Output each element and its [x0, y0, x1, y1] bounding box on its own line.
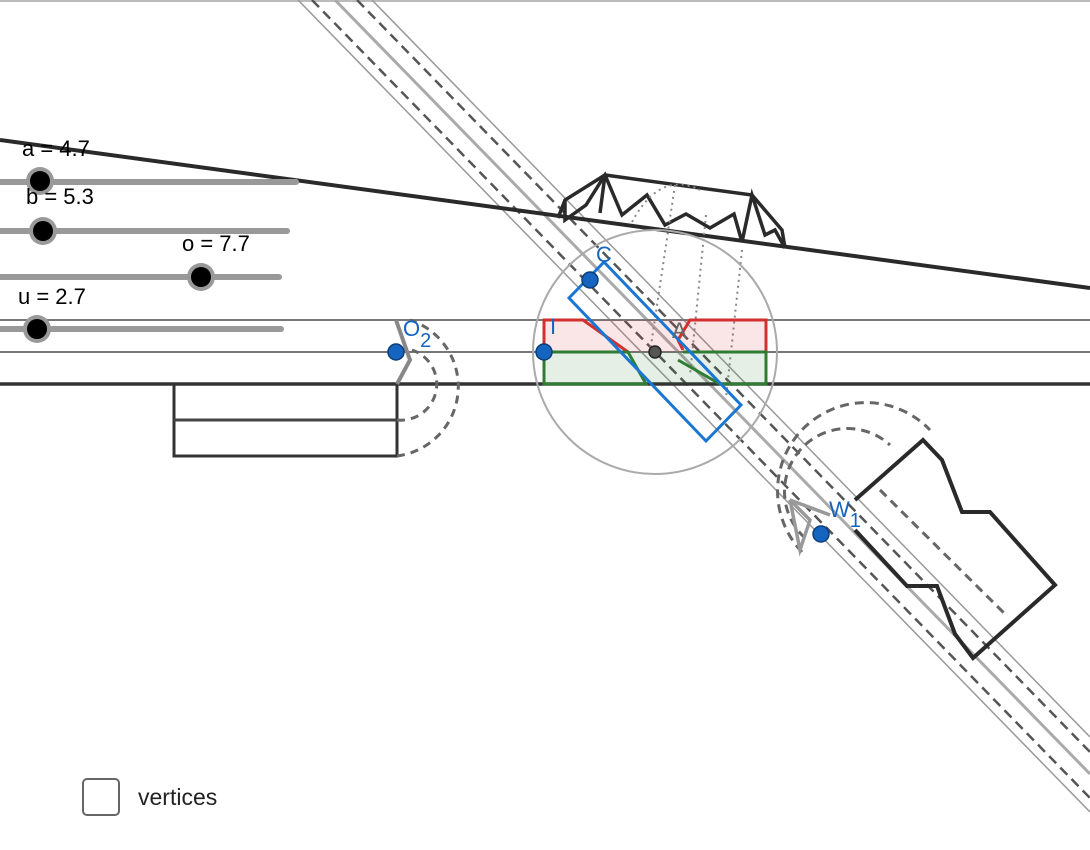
point-C[interactable]: C	[581, 242, 612, 289]
slider-a-knob[interactable]	[30, 171, 50, 191]
dotted-construction	[631, 183, 743, 399]
diagonal-lanes	[297, 0, 1090, 813]
point-C-dot[interactable]	[581, 271, 599, 289]
point-A: A	[648, 318, 687, 359]
big-circle	[532, 229, 778, 475]
dotted-line-3	[725, 249, 743, 399]
point-A-dot	[648, 345, 662, 359]
point-I[interactable]: I	[535, 314, 556, 361]
slider-b-label: b = 5.3	[26, 184, 94, 209]
slider-b[interactable]	[0, 217, 290, 245]
point-O2-label: O2	[403, 316, 431, 352]
slider-a[interactable]	[0, 167, 299, 195]
right-structure	[776, 401, 1058, 661]
left-dashed-arc-outer	[396, 318, 460, 458]
dotted-line-1	[649, 184, 676, 353]
right-dashed-arc-outer	[776, 401, 932, 554]
point-W1[interactable]: W1	[812, 497, 861, 543]
point-W1-dot[interactable]	[812, 525, 830, 543]
point-O2[interactable]: O2	[387, 316, 431, 361]
truss-web	[563, 171, 787, 249]
right-shape-outline	[853, 437, 1058, 661]
left-hook	[394, 319, 413, 385]
slider-u-knob[interactable]	[27, 319, 47, 339]
diag-center-line	[333, 0, 1090, 776]
sloped-line	[0, 138, 1090, 290]
point-I-label: I	[550, 314, 556, 339]
point-W1-label: W1	[829, 497, 861, 532]
vertices-checkbox-label[interactable]: vertices	[138, 783, 218, 810]
slider-u-label: u = 2.7	[18, 284, 86, 309]
right-dashed-arc-inner	[783, 427, 892, 540]
slider-a-label: a = 4.7	[22, 136, 90, 161]
dotted-line-2	[689, 214, 707, 376]
slider-o-knob[interactable]	[191, 267, 211, 287]
truss-post	[598, 174, 607, 214]
diag-line-outer-left	[297, 0, 1090, 813]
right-hook	[788, 498, 831, 557]
red-right-outline	[676, 318, 768, 352]
slider-o[interactable]	[0, 263, 282, 291]
point-O2-dot[interactable]	[387, 343, 405, 361]
slider-b-knob[interactable]	[33, 221, 53, 241]
green-right-outline	[677, 350, 768, 386]
left-dashed-arc-inner	[396, 348, 439, 422]
point-C-label: C	[596, 242, 612, 267]
left-structure	[172, 318, 460, 458]
blue-rectangle	[566, 259, 744, 444]
point-A-label: A	[672, 318, 687, 343]
slider-o-label: o = 7.7	[182, 231, 250, 256]
truss-structure	[556, 171, 787, 249]
diag-dashed-left	[311, 0, 1090, 799]
green-left-outline	[542, 350, 649, 386]
diag-line-outer-right	[371, 0, 1090, 738]
vertices-checkbox[interactable]	[82, 778, 120, 816]
vertices-checkbox-control[interactable]: vertices	[82, 778, 217, 816]
point-I-dot[interactable]	[535, 343, 553, 361]
slider-u[interactable]	[0, 315, 284, 343]
